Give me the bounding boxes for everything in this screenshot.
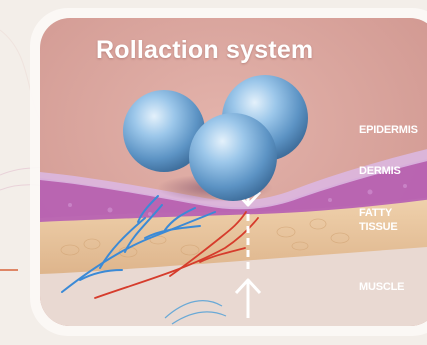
label-muscle: MUSCLE [359,281,404,293]
diagram-title: Rollaction system [96,36,336,65]
label-dermis: DERMIS [359,165,401,177]
label-epidermis: EPIDERMIS [359,124,418,136]
label-fatty-tissue-line1: FATTY [359,207,392,219]
label-fatty-tissue-line2: TISSUE [359,221,398,233]
roller-ball-front [189,113,277,201]
